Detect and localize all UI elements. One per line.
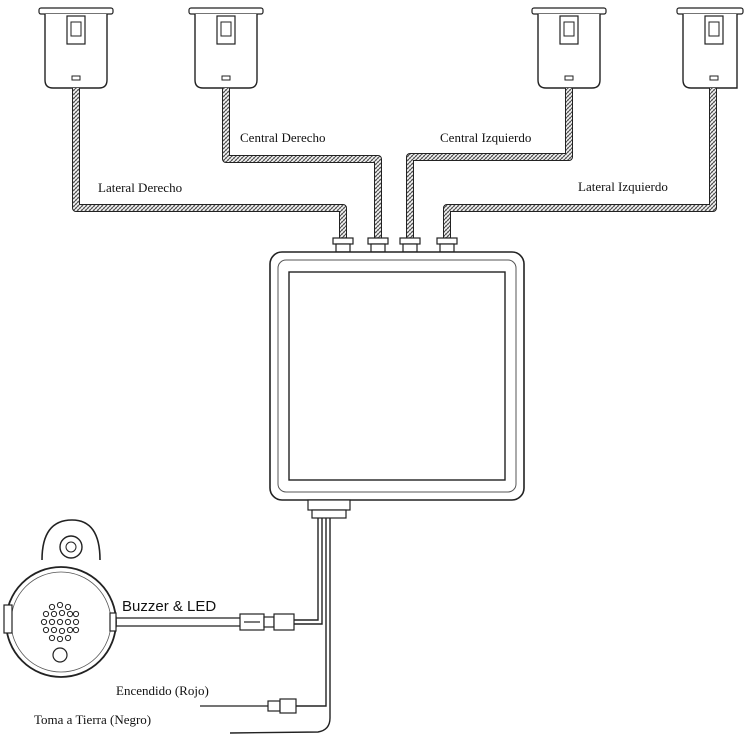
cable-central-izquierdo: [406, 88, 573, 240]
sensor-lateral-derecho: [38, 7, 114, 89]
control-unit: [269, 251, 525, 501]
top-connectors: [332, 237, 458, 253]
buzzer-holes: [40, 601, 80, 643]
sensor-lateral-izquierdo: [676, 7, 744, 89]
label-toma-tierra: Toma a Tierra (Negro): [34, 712, 152, 727]
sensor-central-derecho: [188, 7, 264, 89]
label-lateral-izquierdo: Lateral Izquierdo: [578, 179, 668, 194]
label-encendido: Encendido (Rojo): [116, 683, 209, 698]
power-plug: [200, 698, 297, 714]
wire-encendido: [296, 518, 327, 707]
label-central-izquierdo: Central Izquierdo: [440, 130, 532, 145]
bottom-connector: [307, 499, 351, 519]
cable-central-derecho: [222, 88, 382, 240]
label-central-derecho: Central Derecho: [240, 130, 326, 145]
label-buzzer-led: Buzzer & LED: [122, 598, 217, 615]
buzzer-device: [3, 519, 117, 678]
wire-tierra: [229, 518, 331, 734]
label-lateral-derecho: Lateral Derecho: [98, 180, 183, 195]
wire-buzzer: [294, 518, 319, 621]
sensor-central-izquierdo: [531, 7, 607, 89]
cable-lateral-izquierdo: [443, 88, 717, 240]
cable-lateral-derecho: [72, 88, 347, 240]
buzzer-connector: [239, 613, 295, 631]
